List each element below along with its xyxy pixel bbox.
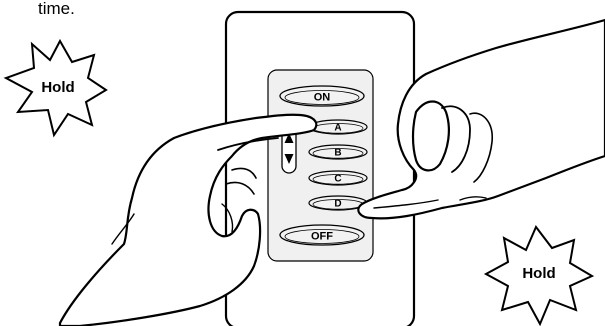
scene-button-c[interactable]: C xyxy=(309,171,367,185)
on-button-label: ON xyxy=(314,92,331,104)
hold-label-right: Hold xyxy=(522,265,555,282)
scene-button-b-label: B xyxy=(334,148,341,159)
scene-button-b[interactable]: B xyxy=(309,145,367,159)
hold-badge-left: Hold xyxy=(6,41,106,135)
off-button-label: OFF xyxy=(311,231,333,243)
caption-fragment: time. xyxy=(38,0,75,18)
hold-badge-right: Hold xyxy=(486,227,592,324)
hold-label-left: Hold xyxy=(41,79,74,96)
off-button[interactable]: OFF xyxy=(280,225,364,245)
scene-button-a[interactable]: A xyxy=(309,120,367,134)
scene-button-a-label: A xyxy=(334,123,341,134)
scene-button-d-label: D xyxy=(334,199,341,210)
on-button[interactable]: ON xyxy=(280,86,364,106)
scene-button-c-label: C xyxy=(334,174,341,185)
